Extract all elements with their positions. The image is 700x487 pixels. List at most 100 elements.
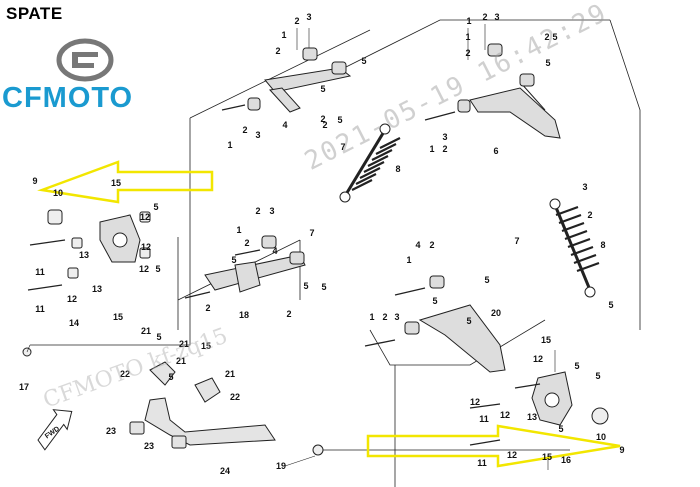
- callout-number: 5: [337, 115, 342, 125]
- upper-arm-assembly-right: [457, 43, 561, 139]
- highlight-arrow-left: [37, 160, 214, 204]
- callout-number: 12: [500, 410, 510, 420]
- fwd-arrow-icon: FWD: [37, 409, 73, 451]
- callout-number: 2: [322, 120, 327, 130]
- callout-number: 9: [32, 176, 37, 186]
- callout-number: 5: [432, 296, 437, 306]
- guide-line-left: [30, 118, 191, 346]
- callout-number: 5: [484, 275, 489, 285]
- highlight-arrow-right: [366, 424, 621, 468]
- page-title: SPATE: [6, 4, 63, 23]
- callout-number: 1: [281, 30, 286, 40]
- callout-number: 21: [141, 326, 151, 336]
- callout-number: 15: [111, 178, 121, 188]
- callout-number: 3: [306, 12, 311, 22]
- callout-number: 11: [35, 304, 45, 314]
- callout-number: 11: [35, 267, 45, 277]
- callout-number: 5: [595, 371, 600, 381]
- callout-number: 5: [608, 300, 613, 310]
- callout-number: 4: [272, 246, 277, 256]
- callout-number: 2: [442, 144, 447, 154]
- callout-number: 12: [139, 264, 149, 274]
- callout-number: 11: [479, 414, 489, 424]
- callout-number: 5: [552, 32, 557, 42]
- callout-number: 3: [269, 206, 274, 216]
- callout-number: 11: [477, 458, 487, 468]
- callout-number: 5: [466, 316, 471, 326]
- callout-number: 9: [619, 445, 624, 455]
- callout-number: 2: [205, 303, 210, 313]
- bushings-left: [22, 209, 324, 456]
- callout-number: 21: [179, 339, 189, 349]
- callout-number: 13: [92, 284, 102, 294]
- callout-number: 16: [561, 455, 571, 465]
- callout-number: 10: [596, 432, 606, 442]
- callout-number: 4: [415, 240, 420, 250]
- callout-number: 3: [394, 312, 399, 322]
- callout-number: 5: [155, 264, 160, 274]
- callout-number: 12: [140, 212, 150, 222]
- knuckle-right: [531, 371, 609, 426]
- callout-number: 12: [507, 450, 517, 460]
- callout-number: 5: [574, 361, 579, 371]
- callout-number: 21: [225, 369, 235, 379]
- callout-number: 2: [286, 309, 291, 319]
- callout-number: 23: [106, 426, 116, 436]
- callout-number: 2: [255, 206, 260, 216]
- callout-number: 5: [545, 58, 550, 68]
- callout-number: 1: [429, 144, 434, 154]
- callout-number: 12: [533, 354, 543, 364]
- callout-number: 5: [156, 332, 161, 342]
- callout-number: 5: [320, 84, 325, 94]
- callout-number: 19: [276, 461, 286, 471]
- callout-number: 22: [120, 369, 130, 379]
- shock-absorber-center: [339, 123, 401, 203]
- callout-number: 5: [361, 56, 366, 66]
- callout-number: 12: [141, 242, 151, 252]
- callout-number: 20: [491, 308, 501, 318]
- callout-number: 3: [255, 130, 260, 140]
- callout-number: 2: [544, 32, 549, 42]
- callout-number: 12: [67, 294, 77, 304]
- callout-number: 7: [340, 142, 345, 152]
- bolts: [27, 104, 541, 446]
- callout-number: 13: [527, 412, 537, 422]
- callout-number: 22: [230, 392, 240, 402]
- callout-number: 6: [493, 146, 498, 156]
- callout-number: 2: [320, 114, 325, 124]
- callout-number: 2: [242, 125, 247, 135]
- callout-number: 1: [236, 225, 241, 235]
- callout-number: 1: [466, 16, 471, 26]
- callout-number: 18: [239, 310, 249, 320]
- callout-number: 2: [244, 238, 249, 248]
- callout-number: 4: [282, 120, 287, 130]
- callout-number: 5: [321, 282, 326, 292]
- callout-number: 15: [113, 312, 123, 322]
- callout-number: 13: [79, 250, 89, 260]
- callout-number: 7: [309, 228, 314, 238]
- callout-number: 15: [542, 452, 552, 462]
- callout-number: 17: [19, 382, 29, 392]
- callout-number: 1: [369, 312, 374, 322]
- callout-number: 12: [470, 397, 480, 407]
- callout-number: 3: [582, 182, 587, 192]
- callout-number: 2: [429, 240, 434, 250]
- callout-number: 2: [382, 312, 387, 322]
- callout-number: 5: [303, 281, 308, 291]
- callout-number: 3: [494, 12, 499, 22]
- callout-number: 14: [69, 318, 79, 328]
- shock-absorber-right: [549, 198, 600, 298]
- callout-number: 5: [558, 424, 563, 434]
- callout-number: 5: [153, 202, 158, 212]
- brand-emblem-icon: [56, 38, 114, 82]
- callout-number: 8: [395, 164, 400, 174]
- guide-lines: [30, 19, 641, 487]
- callout-number: 10: [53, 188, 63, 198]
- callout-number: 2: [465, 48, 470, 58]
- lower-arm-center: [204, 235, 306, 293]
- callout-number: 15: [541, 335, 551, 345]
- callout-number: 5: [231, 255, 236, 265]
- callout-number: 2: [294, 16, 299, 26]
